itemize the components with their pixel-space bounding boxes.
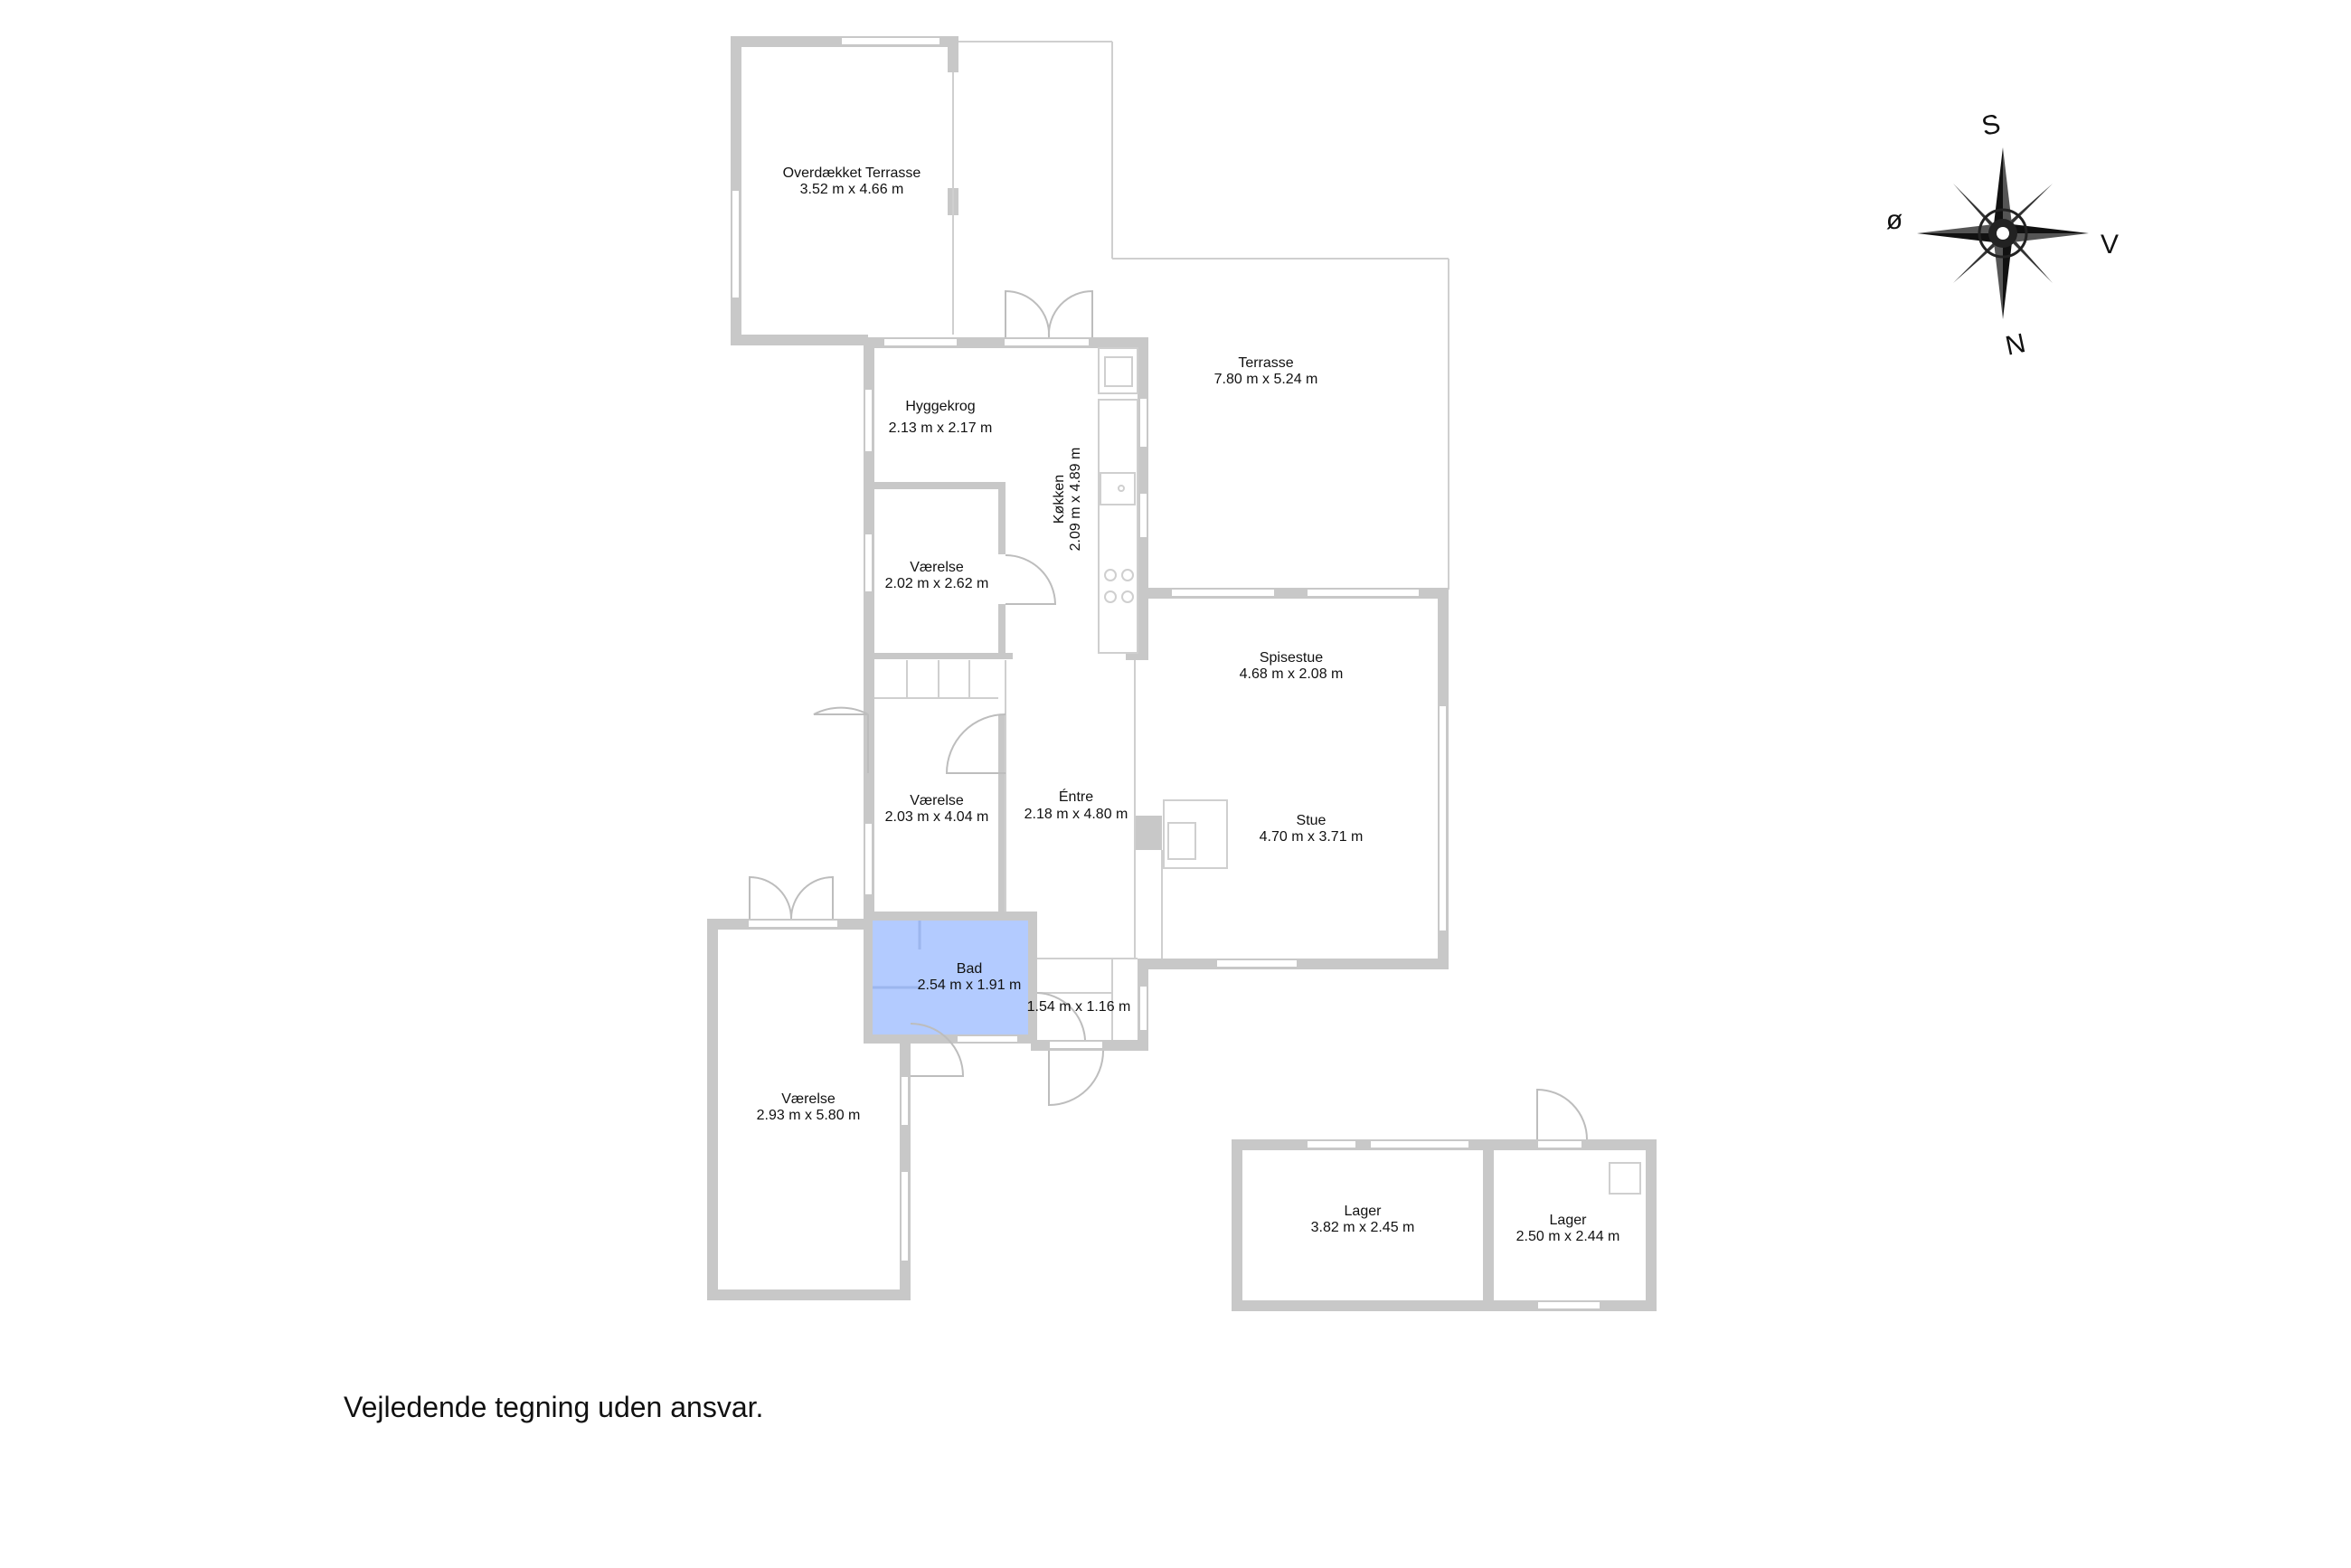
room-size-vaerelse-1: 2.02 m x 2.62 m xyxy=(885,576,989,591)
room-size-stue: 4.70 m x 3.71 m xyxy=(1260,829,1364,845)
room-size-koekken: 2.09 m x 4.89 m xyxy=(1068,448,1083,552)
room-name-vaerelse-1: Værelse xyxy=(910,560,964,575)
room-name-vaerelse-2: Værelse xyxy=(910,793,964,808)
room-size-spisestue: 4.68 m x 2.08 m xyxy=(1240,666,1344,682)
compass-west: V xyxy=(2101,230,2119,260)
room-name-koekken: Køkken xyxy=(1052,475,1067,524)
room-name-entre: Éntre xyxy=(1059,788,1093,805)
compass-east: ø xyxy=(1886,205,1903,235)
room-name-vaerelse-3: Værelse xyxy=(781,1091,836,1107)
room-size-lager-1: 3.82 m x 2.45 m xyxy=(1311,1220,1415,1235)
compass-rose: S N ø V xyxy=(1886,109,2119,361)
room-name-hyggekrog: Hyggekrog xyxy=(905,399,975,414)
room-size-terrasse: 7.80 m x 5.24 m xyxy=(1214,372,1318,387)
room-name-lager-1: Lager xyxy=(1345,1204,1383,1219)
bathroom xyxy=(873,921,1037,1034)
room-name-terrasse: Terrasse xyxy=(1238,355,1293,371)
bedroom-large-walls xyxy=(707,919,911,1300)
compass-south: S xyxy=(1979,109,2003,141)
room-size-vaerelse-2: 2.03 m x 4.04 m xyxy=(885,809,989,825)
disclaimer-text: Vejledende tegning uden ansvar. xyxy=(344,1391,764,1423)
room-size-entre: 2.18 m x 4.80 m xyxy=(1024,807,1128,822)
house-walls xyxy=(864,337,1449,1051)
room-labels: Overdækket Terrasse 3.52 m x 4.66 m Terr… xyxy=(757,165,1620,1244)
terrace-outline xyxy=(1111,42,1449,590)
interior-lines xyxy=(874,347,1228,1040)
doors xyxy=(749,289,1588,1140)
room-size-bryggers: 1.54 m x 1.16 m xyxy=(1027,999,1131,1015)
room-size-bad: 2.54 m x 1.91 m xyxy=(918,978,1022,993)
room-size-lager-2: 2.50 m x 2.44 m xyxy=(1516,1229,1620,1244)
room-name-stue: Stue xyxy=(1297,813,1327,828)
room-size-vaerelse-3: 2.93 m x 5.80 m xyxy=(757,1108,861,1123)
compass-north: N xyxy=(2003,328,2028,362)
covered-terrace-walls xyxy=(731,36,1112,345)
room-name-spisestue: Spisestue xyxy=(1260,650,1323,666)
room-name-bad: Bad xyxy=(957,961,982,977)
room-name-overdaekket-terrasse: Overdækket Terrasse xyxy=(783,165,921,181)
room-size-overdaekket-terrasse: 3.52 m x 4.66 m xyxy=(800,182,904,197)
room-name-lager-2: Lager xyxy=(1550,1213,1588,1228)
storage-walls xyxy=(1232,1139,1657,1311)
room-size-hyggekrog: 2.13 m x 2.17 m xyxy=(889,420,993,436)
